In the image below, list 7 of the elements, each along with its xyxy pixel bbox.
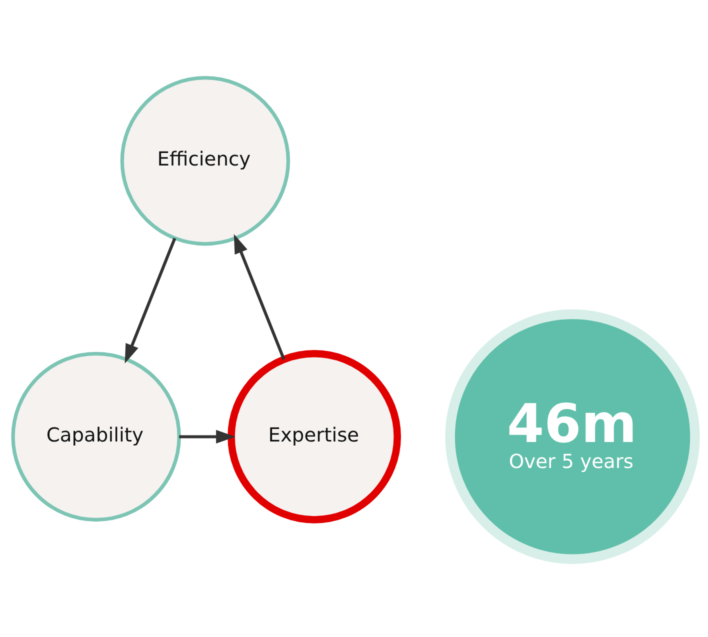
node-circle: Efficiency <box>120 76 290 246</box>
node-circle: Capability <box>11 352 181 522</box>
node-circle: Expertise <box>228 350 401 524</box>
arrow <box>124 238 176 364</box>
arrow <box>234 234 286 360</box>
node-circle: 46m Over 5 years <box>445 309 700 564</box>
arrow <box>179 430 236 444</box>
